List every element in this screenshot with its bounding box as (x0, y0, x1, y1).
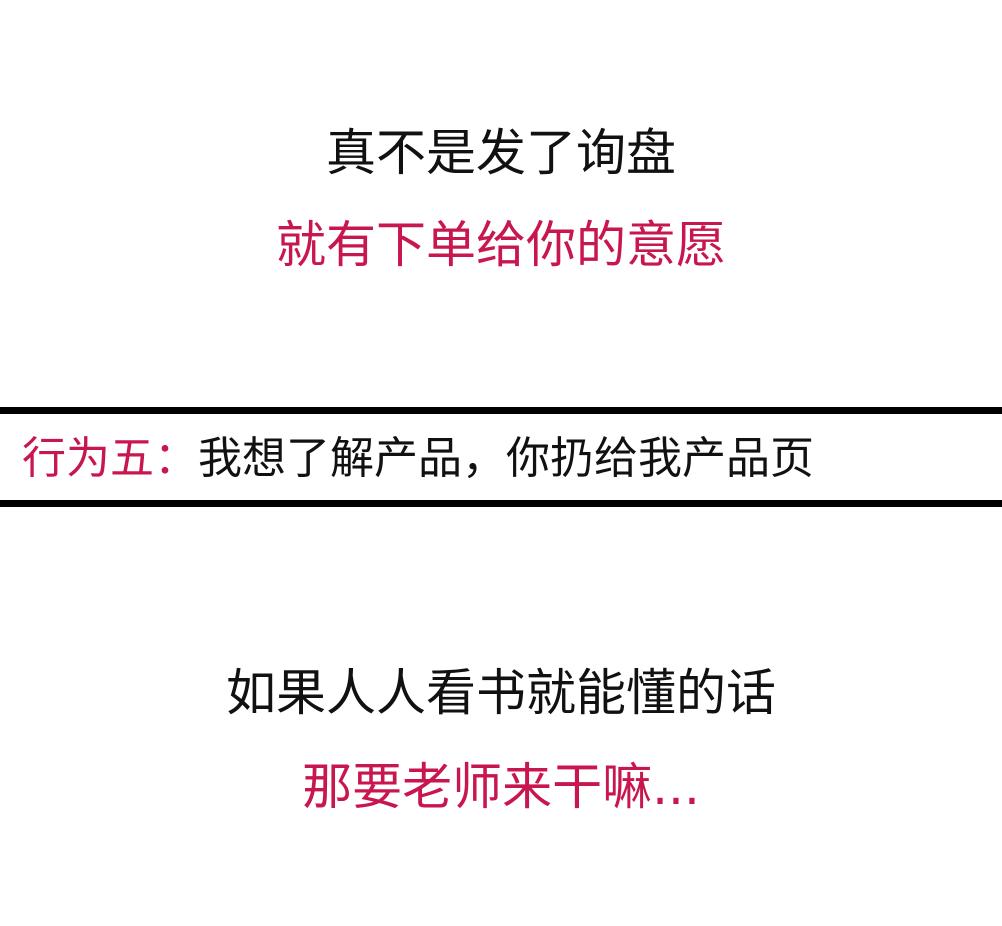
behavior-banner: 行为五：我想了解产品，你扔给我产品页 (0, 407, 1002, 507)
bottom-statement: 如果人人看书就能懂的话 (226, 664, 776, 722)
top-highlight: 就有下单给你的意愿 (276, 216, 726, 274)
banner-label: 行为五： (22, 433, 198, 484)
banner-text: 行为五：我想了解产品，你扔给我产品页 (22, 437, 814, 481)
top-statement: 真不是发了询盘 (326, 124, 676, 182)
banner-statement: 我想了解产品，你扔给我产品页 (198, 433, 814, 484)
bottom-highlight: 那要老师来干嘛... (302, 758, 700, 816)
